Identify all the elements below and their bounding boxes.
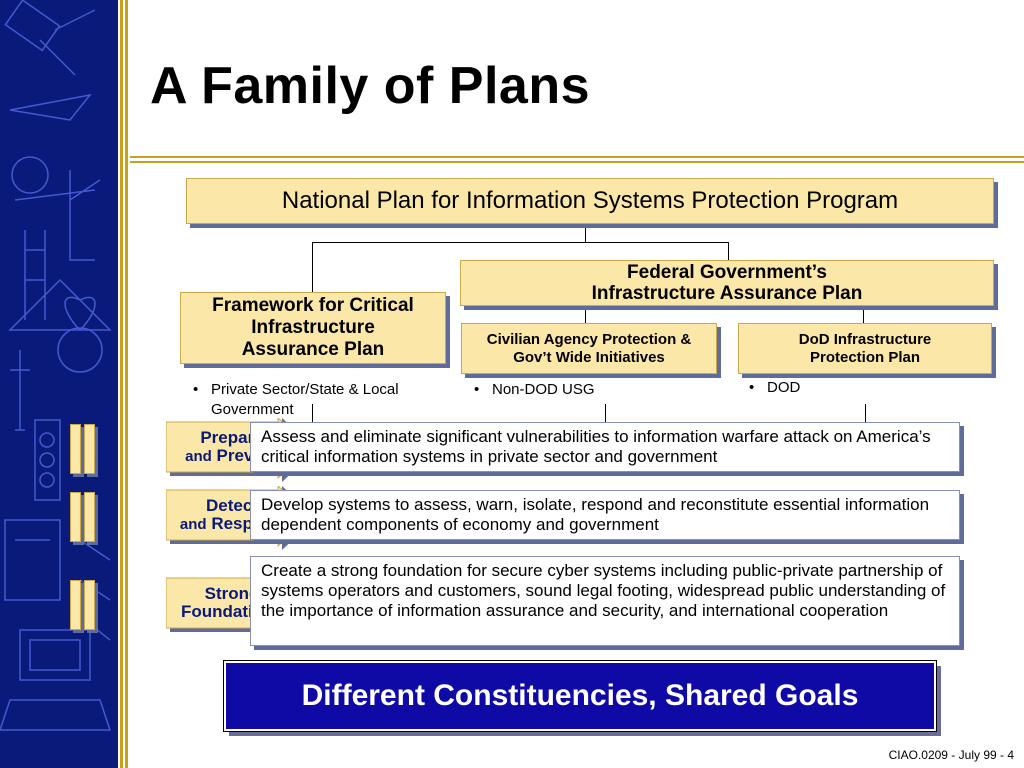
tab-label-top: Strong <box>204 584 260 603</box>
tab-bar <box>70 580 81 630</box>
tab-bar <box>70 492 81 542</box>
prepare-prevent-tab: Prepare and Prevent <box>70 418 316 482</box>
connector-line <box>585 228 586 242</box>
civilian-agency-label: Civilian Agency Protection & <box>486 330 692 348</box>
civilian-agency-label: Gov’t Wide Initiatives <box>513 348 665 366</box>
gold-divider-horizontal <box>130 161 1024 163</box>
framework-bullet: • Private Sector/State & Local Governmen… <box>193 380 443 420</box>
federal-plan-label: Federal Government’s <box>627 262 827 283</box>
bullet-text: Private Sector/State & Local <box>211 381 399 398</box>
infrastructure-illustration-icon <box>0 0 112 731</box>
dod-plan-label: Protection Plan <box>809 348 921 366</box>
gold-divider-vertical <box>120 0 123 768</box>
detect-respond-description: Develop systems to assess, warn, isolate… <box>250 490 960 540</box>
dod-plan-box: DoD Infrastructure Protection Plan <box>738 323 992 374</box>
bullet-icon: • <box>193 381 199 398</box>
decorative-side-strip <box>0 0 118 768</box>
federal-plan-box: Federal Government’s Infrastructure Assu… <box>460 260 994 306</box>
connector-line <box>312 242 313 292</box>
connector-line <box>863 306 864 324</box>
tab-bar <box>70 424 81 474</box>
tab-bar <box>84 492 95 542</box>
strong-foundations-description: Create a strong foundation for secure cy… <box>250 556 960 646</box>
bullet-text: DOD <box>767 379 801 396</box>
slide-footer: CIAO.0209 - July 99 - 4 <box>888 748 1014 762</box>
framework-plan-label: Infrastructure <box>251 317 375 338</box>
tab-label-and: and <box>185 447 212 465</box>
bullet-icon: • <box>749 379 755 396</box>
shared-goals-banner: Different Constituencies, Shared Goals <box>223 660 937 732</box>
bullet-icon: • <box>474 381 480 398</box>
connector-line <box>312 404 313 422</box>
connector-line <box>312 242 728 243</box>
framework-plan-box: Framework for Critical Infrastructure As… <box>180 292 446 364</box>
civilian-bullet: • Non-DOD USG <box>474 380 674 400</box>
connector-line <box>865 404 866 422</box>
tab-bar <box>84 580 95 630</box>
connector-line <box>728 242 729 262</box>
framework-plan-label: Framework for Critical <box>212 295 414 316</box>
tab-label-and: and <box>179 515 207 533</box>
national-plan-label: National Plan for Information Systems Pr… <box>281 187 899 214</box>
dod-bullet: • DOD <box>749 378 949 398</box>
banner-text: Different Constituencies, Shared Goals <box>301 679 859 712</box>
tab-label-top: Prepare <box>200 427 264 447</box>
prepare-prevent-description: Assess and eliminate significant vulnera… <box>250 422 960 472</box>
gold-divider-horizontal <box>130 156 1024 158</box>
federal-plan-label: Infrastructure Assurance Plan <box>591 283 863 304</box>
dod-plan-label: DoD Infrastructure <box>798 330 932 348</box>
bullet-text: Government <box>211 401 294 418</box>
national-plan-box: National Plan for Information Systems Pr… <box>186 178 994 224</box>
connector-line <box>605 404 606 422</box>
strong-foundations-tab: Strong Foundations <box>70 574 316 638</box>
civilian-agency-box: Civilian Agency Protection & Gov’t Wide … <box>461 323 717 374</box>
detect-respond-tab: Detect and Respond <box>70 486 316 550</box>
tab-bar <box>84 424 95 474</box>
bullet-text: Non-DOD USG <box>492 381 595 398</box>
connector-line <box>585 306 586 324</box>
tab-label-top: Detect <box>206 495 258 515</box>
page-title: A Family of Plans <box>150 57 591 115</box>
gold-divider-vertical <box>125 0 128 768</box>
framework-plan-label: Assurance Plan <box>241 339 385 360</box>
